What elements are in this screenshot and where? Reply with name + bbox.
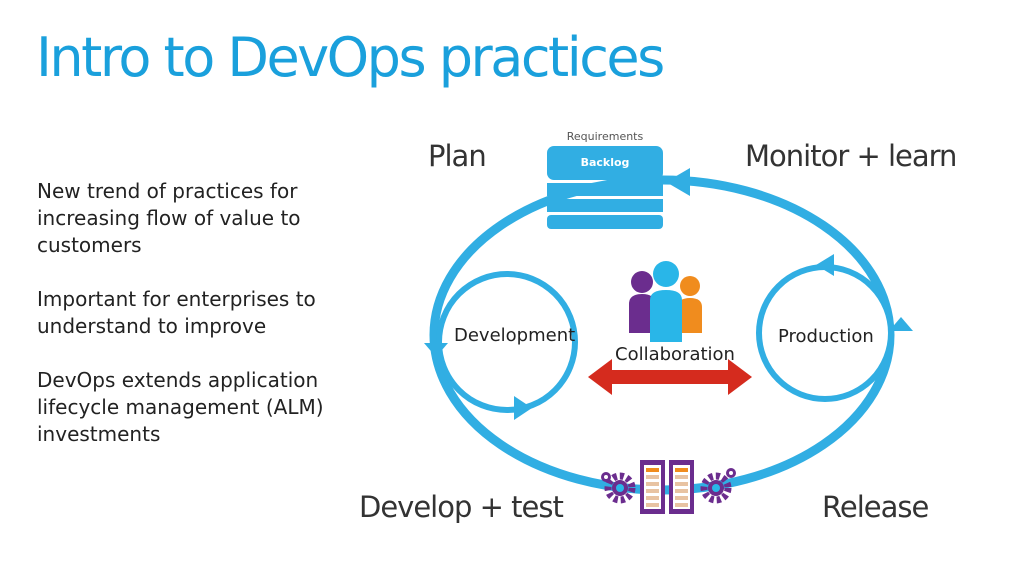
release-label: Release — [822, 490, 928, 524]
backlog-label: Backlog — [581, 156, 630, 169]
slide-title: Intro to DevOps practices — [36, 26, 665, 89]
production-label: Production — [778, 326, 874, 347]
production-arrow-icon — [816, 254, 834, 276]
collaboration-arrow-icon — [588, 359, 752, 395]
development-arrow-icon — [514, 396, 532, 420]
server-icon — [640, 460, 694, 514]
bullet-item: DevOps extends application lifecycle man… — [37, 368, 324, 446]
collaboration-label: Collaboration — [615, 344, 735, 365]
backlog-icon — [547, 146, 663, 229]
requirements-label: Requirements — [567, 130, 644, 143]
bullet-list: New trend of practices for increasing fl… — [37, 178, 337, 475]
development-arrow-icon — [424, 343, 448, 357]
cycle-arrow-icon — [666, 168, 690, 196]
develop-test-label: Develop + test — [359, 490, 563, 524]
development-loop — [436, 271, 578, 413]
right-gear-icon — [700, 468, 736, 504]
collaboration-people-icon — [629, 261, 702, 342]
development-label: Development — [454, 325, 575, 346]
bullet-item: New trend of practices for increasing fl… — [37, 179, 301, 257]
production-arrow-icon — [889, 317, 913, 331]
monitor-learn-label: Monitor + learn — [745, 139, 956, 173]
bullet-item: Important for enterprises to understand … — [37, 287, 316, 338]
plan-label: Plan — [428, 139, 486, 173]
left-gear-icon — [601, 472, 636, 504]
